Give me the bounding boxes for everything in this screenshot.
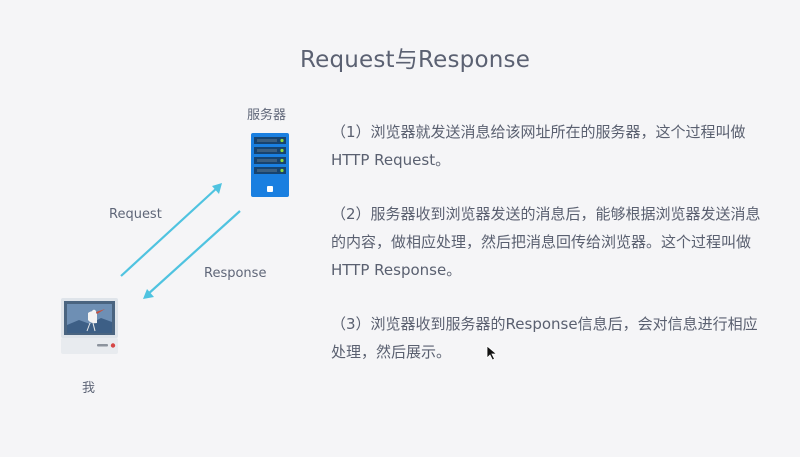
response-label: Response xyxy=(204,266,267,281)
response-arrow-line xyxy=(146,210,241,296)
server-icon xyxy=(251,133,289,197)
server-label: 服务器 xyxy=(247,108,287,123)
arrows-layer xyxy=(120,183,241,299)
response-arrowhead-icon xyxy=(143,289,154,299)
slide-title: Request与Response xyxy=(299,47,531,73)
mouse-cursor-icon xyxy=(486,345,498,361)
paragraph-request: （1）浏览器就发送消息给该网址所在的服务器，这个过程叫做HTTP Request… xyxy=(331,123,746,169)
request-label: Request xyxy=(109,207,162,222)
client-label: 我 xyxy=(82,381,96,396)
request-response-diagram: 服务器 Request Response 我 xyxy=(0,0,330,457)
computer-icon xyxy=(61,298,118,354)
request-arrowhead-icon xyxy=(212,183,222,194)
paragraph-display: （3）浏览器收到服务器的Response信息后，会对信息进行相应处理，然后展示。 xyxy=(331,315,758,361)
paragraph-response: （2）服务器收到浏览器发送的消息后，能够根据浏览器发送消息的内容，做相应处理，然… xyxy=(331,205,761,279)
request-arrow-line xyxy=(120,186,219,277)
